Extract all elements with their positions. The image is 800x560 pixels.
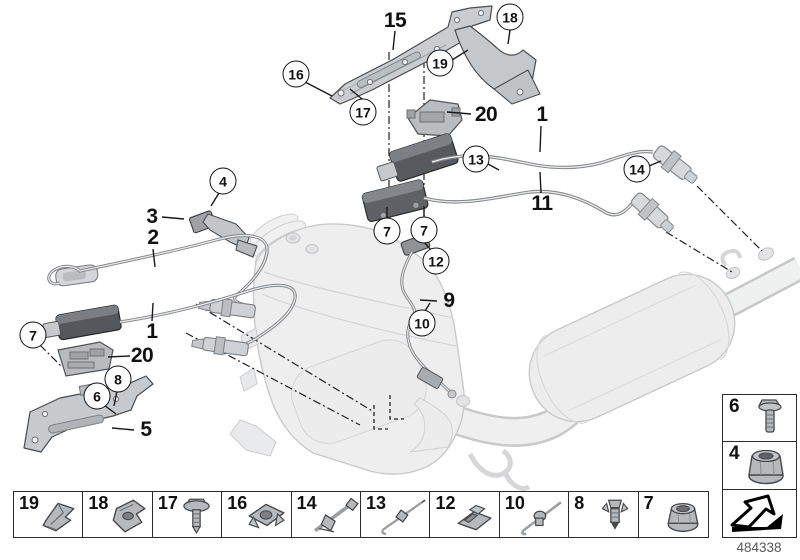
legend-cell-19[interactable]: 19 [13,491,84,538]
screw-icon [183,498,210,534]
legend-cell-18[interactable]: 18 [82,491,154,538]
callout-label-20-left[interactable]: 20 [130,344,154,367]
legend-strip: 19 18 17 16 [13,491,709,538]
sensor-cable-11-drawing [423,189,639,217]
legend-cell-8[interactable]: 8 [568,491,640,538]
callout-label-5[interactable]: 5 [140,418,152,441]
legend-number: 10 [504,493,525,513]
holder-20-top-drawing [406,99,463,137]
flange-bolt-icon [757,399,782,433]
callout-balloon-7a[interactable]: 7 [373,217,401,245]
legend-number: 12 [435,493,456,513]
mount-point-brackets [373,395,404,430]
legend-number: 19 [19,493,40,513]
callout-balloon-16[interactable]: 16 [282,60,310,88]
legend-cell-12[interactable]: 12 [429,491,501,538]
legend-number: 13 [366,493,387,513]
callout-balloon-8[interactable]: 8 [104,365,132,393]
callout-balloon-6[interactable]: 6 [83,382,111,410]
legend-cell-16[interactable]: 16 [221,491,293,538]
legend-number: 4 [729,443,740,465]
legend-number: 14 [296,493,317,513]
callout-label-15[interactable]: 15 [383,9,407,32]
flange-nut-large-icon [748,450,784,485]
callout-balloon-19[interactable]: 19 [426,49,454,77]
legend-cell-14[interactable]: 14 [290,491,362,538]
saddle-clamp-icon [457,504,492,531]
bracket-3-4-drawing [188,210,258,258]
oxygen-sensor-14b-drawing [630,192,674,233]
callout-label-9[interactable]: 9 [443,289,455,312]
callout-balloon-17[interactable]: 17 [349,98,377,126]
front-direction-arrow-icon [730,494,783,532]
cage-nut-icon [248,503,286,529]
legend-number: 7 [643,493,654,513]
cable-tie-with-bracket-icon [313,497,359,533]
legend-number: 6 [729,396,740,417]
sensor-module-drawing [361,179,429,223]
oxygen-sensor-14a-drawing [652,145,698,184]
leader-lines [103,29,662,431]
legend-cell-10[interactable]: 10 [498,491,570,538]
callout-label-11[interactable]: 11 [531,192,553,215]
legend-number: 8 [574,493,585,513]
control-module-drawing [376,133,459,182]
callout-balloon-14[interactable]: 14 [623,155,651,183]
callout-label-1-left[interactable]: 1 [146,320,158,343]
callout-balloon-18[interactable]: 18 [496,3,524,31]
callout-balloon-13[interactable]: 13 [462,145,490,173]
temp-sensor-probe-b-drawing [191,336,249,357]
legend-number: 17 [157,493,178,513]
callout-balloon-7b[interactable]: 7 [410,216,438,244]
callout-label-1-top[interactable]: 1 [536,103,548,126]
legend-cell-7[interactable]: 7 [637,491,709,538]
expansion-rivet-icon [601,499,629,530]
flange-nut-icon [667,502,699,532]
bracket-15-drawing [329,5,493,105]
legend-cell-17[interactable]: 17 [151,491,223,538]
callout-balloon-10[interactable]: 10 [408,309,436,337]
bracket-18-drawing [454,25,541,105]
callout-label-20-top[interactable]: 20 [474,103,498,126]
cage-clip-icon [113,499,146,533]
diagram-part-number: 484338 [736,540,782,555]
callout-label-3[interactable]: 3 [146,205,158,228]
rear-muffler-drawing [439,247,800,491]
legend-cell-4[interactable]: 4 [722,441,797,491]
cable-1-connector-module-drawing [42,304,122,341]
holder-20-left-drawing [57,341,114,377]
callout-balloon-4[interactable]: 4 [209,167,237,195]
cable-tie-icon [381,499,426,536]
legend-cell-13[interactable]: 13 [360,491,432,538]
legend-side-column: 6 4 [722,394,797,538]
direction-arrow-cell [722,488,797,538]
callout-balloon-12[interactable]: 12 [422,247,450,275]
spring-clip-icon [42,502,75,532]
legend-number: 16 [227,493,248,513]
sensor-cable-1-left-drawing [119,283,297,348]
cable-tie-with-clip-icon [521,501,562,536]
callout-balloon-7c[interactable]: 7 [19,321,47,349]
callout-label-2[interactable]: 2 [147,226,159,249]
legend-cell-6[interactable]: 6 [722,394,797,443]
legend-number: 18 [88,493,109,513]
